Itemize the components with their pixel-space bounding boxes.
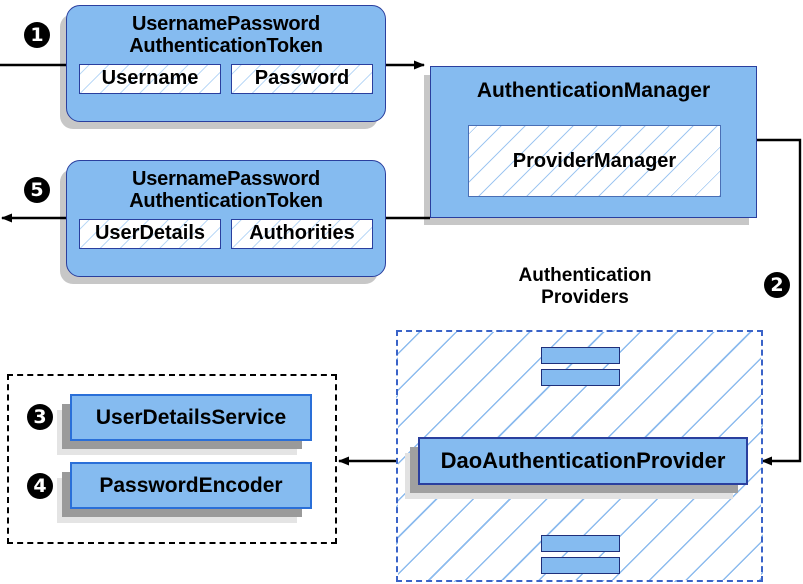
response-authentication-token-card: UsernamePassword AuthenticationToken Use… <box>66 160 386 277</box>
password-encoder-box: PasswordEncoder <box>70 462 312 509</box>
dao-authentication-provider-box: DaoAuthenticationProvider <box>418 437 748 485</box>
response-token-fields: UserDetails Authorities <box>67 213 385 249</box>
step-badge-3: 3 <box>27 404 53 430</box>
step-badge-4: 4 <box>27 473 53 499</box>
other-provider-bar-4 <box>541 557 620 574</box>
other-provider-bar-1 <box>541 347 620 364</box>
userdetails-field: UserDetails <box>79 218 221 249</box>
password-field: Password <box>231 63 373 94</box>
authentication-providers-heading: Authentication Providers <box>470 265 700 309</box>
request-authentication-token-card: UsernamePassword AuthenticationToken Use… <box>66 5 386 122</box>
authentication-manager-title: AuthenticationManager <box>476 79 711 102</box>
authorities-field: Authorities <box>231 218 373 249</box>
request-token-title: UsernamePassword AuthenticationToken <box>67 6 385 58</box>
username-field: Username <box>79 63 221 94</box>
authentication-providers-heading-line2: Providers <box>541 286 629 308</box>
provider-manager-box: ProviderManager <box>468 125 721 197</box>
request-token-title-line1: UsernamePassword <box>131 13 320 35</box>
authentication-providers-heading-line1: Authentication <box>518 265 652 286</box>
arrow-manager-to-provider <box>757 138 802 466</box>
request-token-fields: Username Password <box>67 58 385 94</box>
other-provider-bar-3 <box>541 535 620 552</box>
response-token-title-line1: UsernamePassword <box>131 168 320 190</box>
request-token-title-line2: AuthenticationToken <box>129 35 323 58</box>
user-details-service-box: UserDetailsService <box>70 394 312 441</box>
authentication-manager-card: AuthenticationManager ProviderManager <box>430 66 757 218</box>
response-token-title: UsernamePassword AuthenticationToken <box>67 161 385 213</box>
step-badge-5: 5 <box>24 177 50 203</box>
step-badge-2: 2 <box>764 272 790 298</box>
response-token-title-line2: AuthenticationToken <box>129 190 323 213</box>
step-badge-1: 1 <box>24 22 50 48</box>
other-provider-bar-2 <box>541 369 620 386</box>
